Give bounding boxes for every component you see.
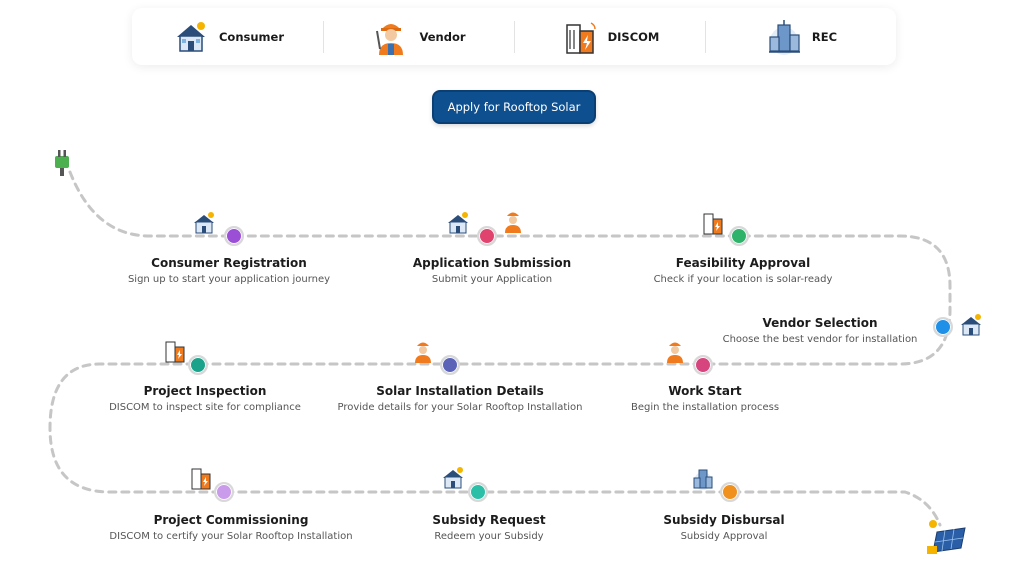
step-dot-consumer-registration [224, 226, 244, 246]
step-dot-subsidy-disbursal [720, 482, 740, 502]
tab-discom-label: DISCOM [607, 29, 660, 44]
step-title: Subsidy Disbursal [663, 513, 785, 527]
step-desc: DISCOM to inspect site for compliance [109, 402, 301, 413]
step-desc: Submit your Application [431, 274, 553, 285]
step-dot-work-start [693, 355, 713, 375]
tab-rec-label: REC [811, 29, 838, 44]
step-dot-solar-installation-details [440, 355, 460, 375]
step-dot-feasibility-approval [729, 226, 749, 246]
house-solar-icon [443, 467, 463, 489]
step-title: Subsidy Request [432, 513, 546, 527]
step-desc: Provide details for your Solar Rooftop I… [337, 402, 583, 413]
building-power-icon [703, 213, 723, 235]
step-desc: Subsidy Approval [680, 531, 768, 542]
tab-consumer[interactable]: Consumer [132, 17, 323, 57]
building-power-icon [165, 341, 185, 363]
step-title: Consumer Registration [151, 256, 307, 270]
worker-icon [415, 342, 431, 363]
step-desc: Check if your location is solar-ready [653, 274, 833, 285]
step-title: Work Start [668, 384, 742, 398]
step-title: Solar Installation Details [376, 384, 544, 398]
building-power-icon [191, 468, 211, 490]
step-title: Application Submission [412, 256, 572, 270]
plug-icon [55, 150, 69, 176]
tab-vendor-label: Vendor [419, 29, 466, 44]
house-solar-icon [194, 212, 214, 234]
building-power-icon [565, 21, 596, 54]
tab-discom[interactable]: DISCOM [514, 17, 705, 57]
city-icon [693, 469, 713, 490]
apply-rooftop-solar-button[interactable]: Apply for Rooftop Solar [432, 90, 596, 124]
step-desc: Begin the installation process [630, 402, 780, 413]
solar-panel-icon [927, 520, 966, 554]
step-dot-application-submission [477, 226, 497, 246]
step-title: Vendor Selection [762, 316, 878, 330]
step-desc: DISCOM to certify your Solar Rooftop Ins… [109, 531, 353, 542]
tab-consumer-label: Consumer [218, 29, 284, 44]
step-desc: Sign up to start your application journe… [127, 274, 331, 285]
step-title: Project Inspection [143, 384, 267, 398]
tab-vendor[interactable]: Vendor [323, 17, 514, 57]
worker-icon [667, 342, 683, 363]
role-tabs: Consumer Vendor DISCOM [132, 8, 896, 65]
step-title: Project Commissioning [153, 513, 309, 527]
tab-rec[interactable]: REC [705, 17, 896, 57]
step-dot-subsidy-request [468, 482, 488, 502]
step-title: Feasibility Approval [675, 256, 811, 270]
step-dot-project-commissioning [214, 482, 234, 502]
house-solar-icon [176, 21, 205, 52]
step-desc: Redeem your Subsidy [434, 531, 544, 542]
house-solar-icon [961, 314, 981, 336]
house-solar-icon [448, 212, 468, 234]
worker-icon [505, 212, 521, 233]
worker-icon [376, 23, 404, 55]
step-dot-project-inspection [188, 355, 208, 375]
city-icon [768, 19, 800, 55]
step-dot-vendor-selection [933, 317, 953, 337]
step-desc: Choose the best vendor for installation [722, 334, 918, 345]
